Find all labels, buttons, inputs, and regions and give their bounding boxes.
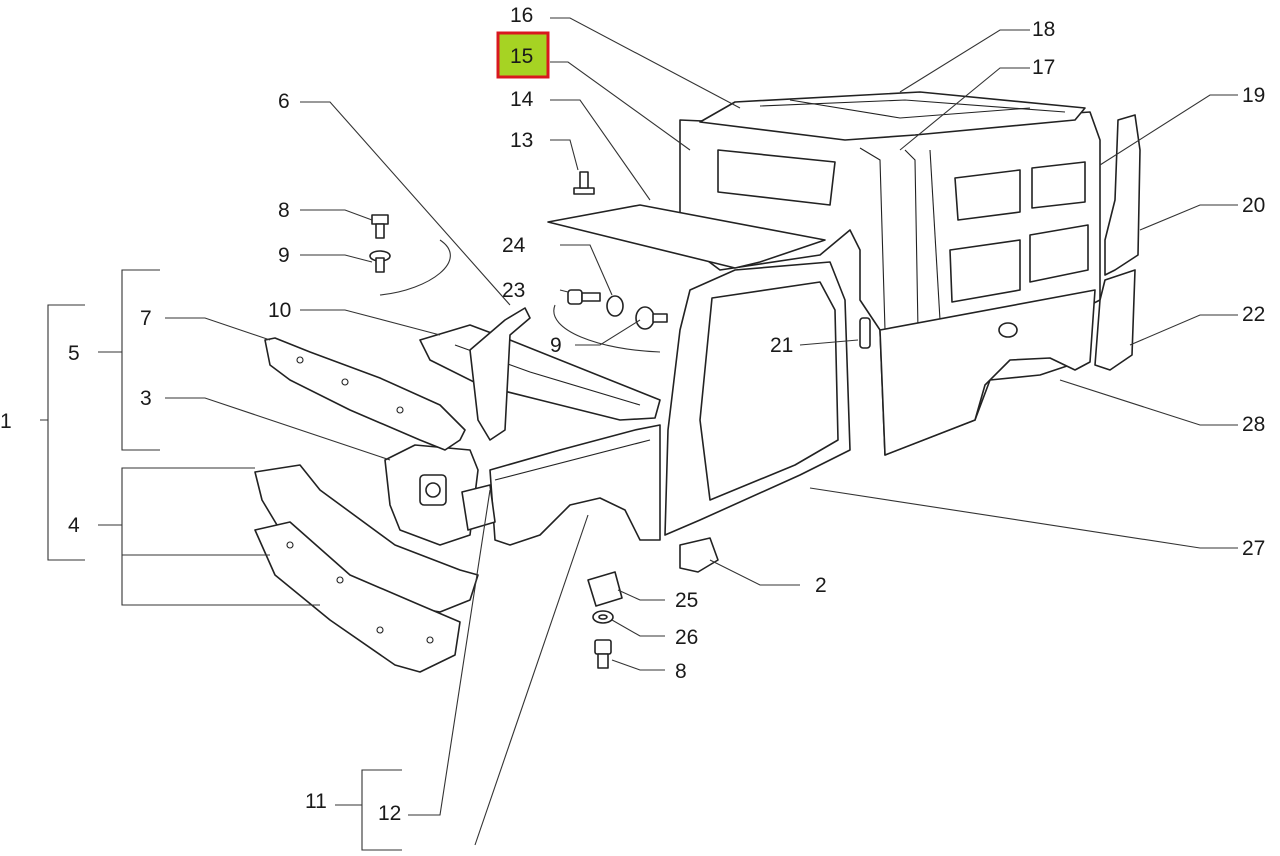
callout-6[interactable]: 6 bbox=[278, 90, 290, 113]
callout-11[interactable]: 11 bbox=[305, 790, 327, 813]
callout-9-top[interactable]: 9 bbox=[278, 244, 290, 267]
callout-12[interactable]: 12 bbox=[378, 802, 401, 825]
leader-lines bbox=[40, 17, 1238, 851]
callout-23[interactable]: 23 bbox=[502, 279, 525, 302]
callout-26[interactable]: 26 bbox=[675, 626, 698, 649]
callout-7[interactable]: 7 bbox=[140, 307, 152, 330]
callout-18[interactable]: 18 bbox=[1032, 18, 1055, 41]
callout-14[interactable]: 14 bbox=[510, 88, 534, 111]
callout-13[interactable]: 13 bbox=[510, 129, 533, 152]
callout-17[interactable]: 17 bbox=[1032, 56, 1055, 79]
callout-22[interactable]: 22 bbox=[1242, 303, 1265, 326]
callout-27[interactable]: 27 bbox=[1242, 537, 1265, 560]
callout-10[interactable]: 10 bbox=[268, 299, 291, 322]
body-shell bbox=[254, 91, 1141, 673]
callout-16[interactable]: 16 bbox=[510, 4, 533, 27]
callout-8-top[interactable]: 8 bbox=[278, 199, 290, 222]
callout-15[interactable]: 15 bbox=[510, 45, 533, 68]
highlight-box-15 bbox=[496, 31, 550, 79]
callout-5[interactable]: 5 bbox=[68, 342, 80, 365]
callout-2[interactable]: 2 bbox=[815, 574, 827, 597]
callout-25[interactable]: 25 bbox=[675, 589, 698, 612]
callout-8-bottom[interactable]: 8 bbox=[675, 660, 687, 683]
callout-1[interactable]: 1 bbox=[0, 410, 12, 433]
callout-3[interactable]: 3 bbox=[140, 387, 152, 410]
callout-19[interactable]: 19 bbox=[1242, 84, 1265, 107]
callout-21[interactable]: 21 bbox=[770, 334, 793, 357]
callout-labels: 1 2 3 4 5 6 7 8 8 9 9 10 11 12 13 14 15 … bbox=[0, 4, 1265, 825]
callout-9-middle[interactable]: 9 bbox=[550, 334, 562, 357]
callout-24[interactable]: 24 bbox=[502, 234, 526, 257]
callout-28[interactable]: 28 bbox=[1242, 413, 1265, 436]
callout-4[interactable]: 4 bbox=[68, 514, 80, 537]
callout-20[interactable]: 20 bbox=[1242, 194, 1265, 217]
